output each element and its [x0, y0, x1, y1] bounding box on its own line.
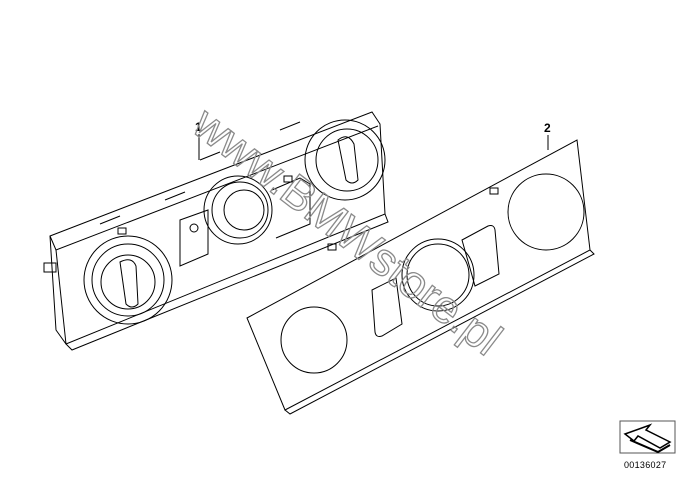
arrow-back-icon[interactable] [619, 420, 676, 454]
part-2-trim-cover[interactable] [246, 139, 595, 415]
watermark: www.BMWstore.pl [183, 96, 512, 365]
part-label-2[interactable]: 2 [544, 121, 551, 135]
part-1-control-unit[interactable] [43, 111, 389, 351]
part-label-1[interactable]: 1 [195, 120, 202, 134]
catalog-number: 00136027 [624, 460, 667, 470]
